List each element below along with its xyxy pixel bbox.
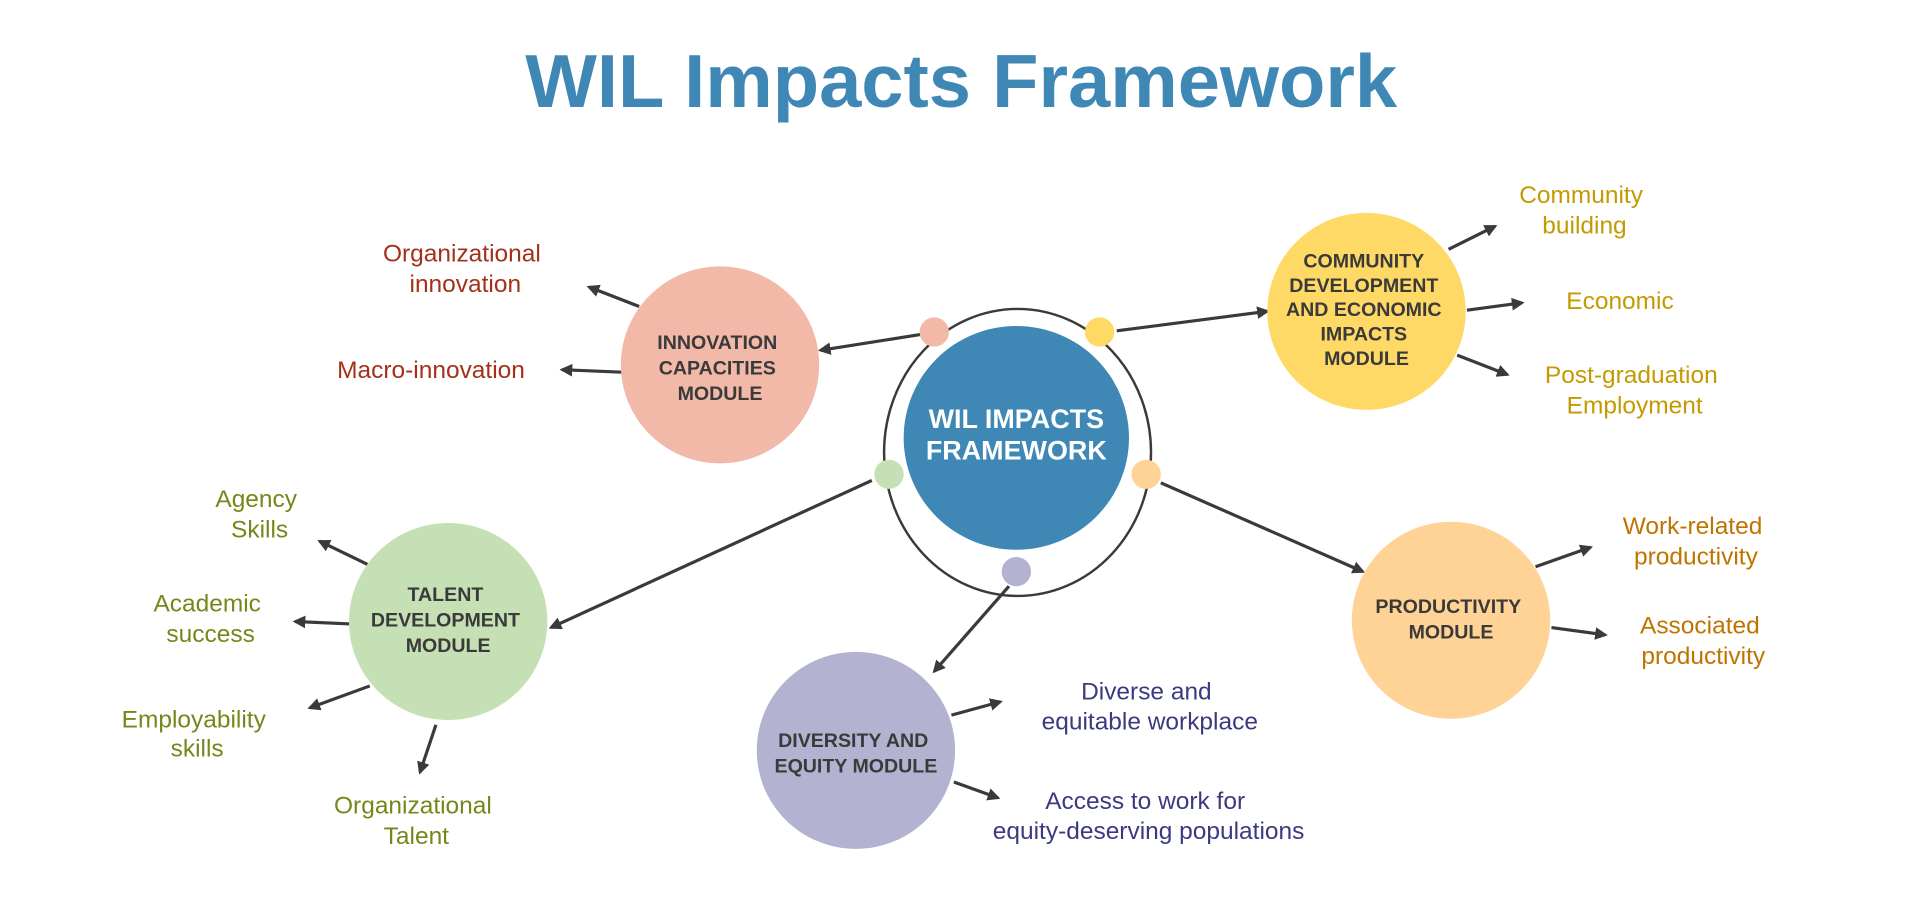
talent-title: TALENT DEVELOPMENT MODULE [371, 584, 526, 657]
innovation-title: INNOVATION CAPACITIES MODULE [657, 332, 782, 405]
arrow-agency-skills [317, 539, 369, 566]
diversity-module: DIVERSITY AND EQUITY MODULE Diverse and … [756, 651, 1305, 849]
innovation-module: INNOVATION CAPACITIES MODULE Organizatio… [337, 241, 820, 464]
outcome-community-building: Community building [1519, 182, 1650, 239]
page-title: WIL Impacts Framework [525, 40, 1398, 124]
outcome-academic-success: Academic success [153, 591, 267, 648]
outcome-economic: Economic [1566, 288, 1673, 315]
arrow-to-community [1116, 306, 1270, 333]
center-ring [882, 307, 1153, 598]
community-circle [1267, 212, 1466, 410]
arrow-employability [307, 684, 371, 711]
diversity-title: DIVERSITY AND EQUITY MODULE [775, 730, 938, 777]
dot-innovation [919, 317, 949, 347]
connectors [292, 224, 1608, 801]
dot-productivity [1131, 459, 1161, 489]
arrow-organizational-talent [417, 724, 438, 775]
arrow-community-building [1447, 224, 1498, 251]
dot-talent [874, 459, 904, 489]
center-node: WIL IMPACTS FRAMEWORK [874, 307, 1161, 598]
line: INNOVATION [657, 332, 777, 354]
productivity-module: PRODUCTIVITY MODULE Work-related product… [1351, 513, 1769, 719]
line: CAPACITIES [659, 358, 776, 380]
community-module: COMMUNITY DEVELOPMENT AND ECONOMIC IMPAC… [1267, 182, 1725, 419]
line: MODULE [678, 383, 763, 405]
arrow-work-related [1534, 544, 1594, 569]
arrow-to-talent [548, 478, 873, 630]
arrow-to-innovation [817, 332, 922, 355]
arrow-access-to-work [953, 780, 1001, 801]
productivity-circle [1351, 521, 1551, 719]
center-label-1: WIL IMPACTS [929, 404, 1104, 434]
productivity-title: PRODUCTIVITY MODULE [1375, 596, 1526, 643]
dot-community [1084, 317, 1115, 347]
talent-circle [348, 522, 548, 720]
arrow-academic-success [292, 615, 351, 629]
arrow-post-graduation [1456, 353, 1510, 377]
arrow-organizational-innovation [586, 284, 640, 308]
outcome-agency-skills: Agency Skills [215, 486, 303, 543]
innovation-circle [620, 266, 820, 464]
arrow-to-diversity [932, 585, 1011, 674]
dot-diversity [1001, 557, 1032, 587]
talent-module: TALENT DEVELOPMENT MODULE Agency Skills … [122, 486, 548, 850]
outcome-macro-innovation: Macro-innovation [337, 357, 525, 384]
arrow-macro-innovation [559, 363, 623, 377]
outcome-associated-productivity: Associated productivity [1640, 613, 1767, 670]
outcome-employability-skills: Employability skills [122, 706, 273, 762]
outcome-diverse-workplace: Diverse and equitable workplace [1042, 678, 1258, 735]
community-title: COMMUNITY DEVELOPMENT AND ECONOMIC IMPAC… [1286, 251, 1447, 370]
center-label-2: FRAMEWORK [926, 436, 1108, 466]
diversity-circle [756, 651, 956, 849]
outcome-work-related-productivity: Work-related productivity [1623, 513, 1769, 570]
arrow-diverse-workplace [951, 698, 1003, 717]
center-circle [903, 325, 1129, 550]
outcome-post-graduation: Post-graduation Employment [1545, 362, 1725, 419]
arrow-associated [1551, 626, 1608, 640]
outcome-organizational-innovation: Organizational innovation [383, 241, 548, 298]
outcome-organizational-talent: Organizational Talent [334, 793, 499, 850]
outcome-access-to-work: Access to work for equity-deserving popu… [993, 788, 1305, 845]
arrow-economic [1466, 297, 1525, 312]
arrow-to-productivity [1160, 481, 1366, 574]
